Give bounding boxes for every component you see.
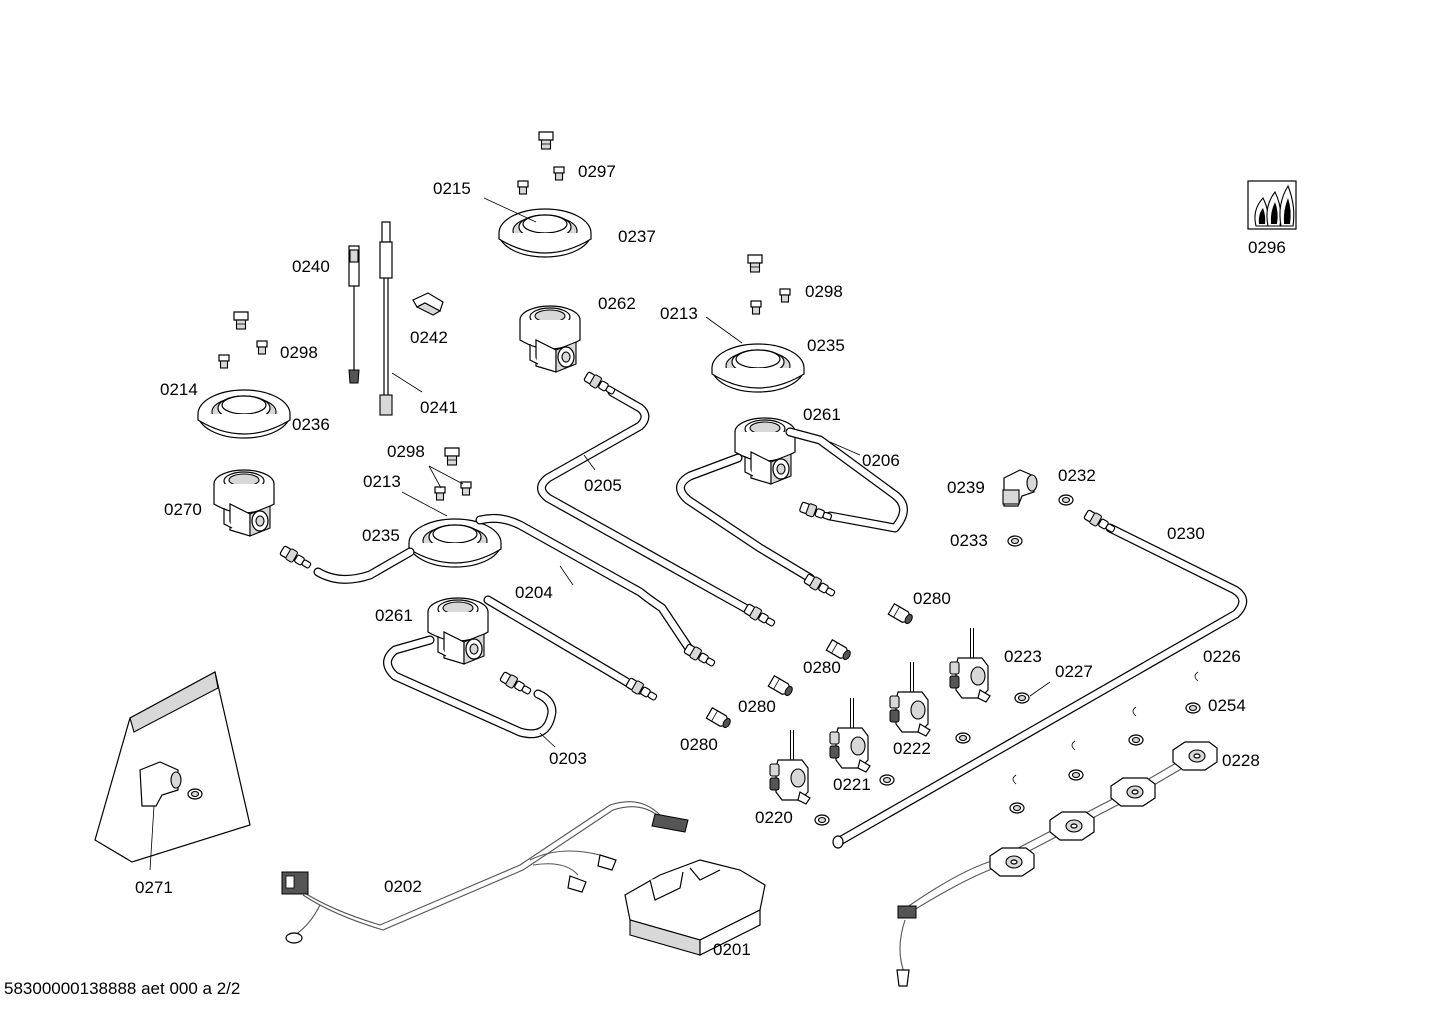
callout-0270: 0270 bbox=[164, 500, 202, 519]
ignition-harness bbox=[281, 801, 766, 956]
callout-0298: 0298 bbox=[387, 442, 425, 461]
callout-0280: 0280 bbox=[803, 658, 841, 677]
callout-0236: 0236 bbox=[292, 415, 330, 434]
callout-0239: 0239 bbox=[947, 478, 985, 497]
callout-0201: 0201 bbox=[713, 940, 751, 959]
callout-0280: 0280 bbox=[680, 735, 718, 754]
callout-0280: 0280 bbox=[913, 589, 951, 608]
callout-0298: 0298 bbox=[280, 343, 318, 362]
callout-0237: 0237 bbox=[618, 227, 656, 246]
callout-0213: 0213 bbox=[363, 472, 401, 491]
callout-0220: 0220 bbox=[755, 808, 793, 827]
document-code: 58300000138888 aet 000 a 2/2 bbox=[4, 979, 241, 998]
callout-0226: 0226 bbox=[1203, 647, 1241, 666]
callout-0228: 0228 bbox=[1222, 751, 1260, 770]
ignition-electrodes bbox=[348, 221, 444, 416]
thermocouple-assembly bbox=[896, 671, 1218, 987]
callout-0296: 0296 bbox=[1248, 238, 1286, 257]
callout-0230: 0230 bbox=[1167, 524, 1205, 543]
callout-0254: 0254 bbox=[1208, 696, 1246, 715]
center-burner-assembly bbox=[408, 447, 502, 665]
callout-0213: 0213 bbox=[660, 304, 698, 323]
gas-pipes bbox=[278, 370, 1248, 849]
callout-0215: 0215 bbox=[433, 179, 471, 198]
callout-0261: 0261 bbox=[375, 606, 413, 625]
callout-0271: 0271 bbox=[135, 878, 173, 897]
inlet-fittings bbox=[1002, 469, 1074, 547]
callout-0262: 0262 bbox=[598, 294, 636, 313]
left-burner-assembly bbox=[197, 311, 291, 537]
callout-0204: 0204 bbox=[515, 583, 553, 602]
callout-0261: 0261 bbox=[803, 405, 841, 424]
callout-0280: 0280 bbox=[738, 697, 776, 716]
leader-lines bbox=[149, 197, 1051, 871]
callout-0241: 0241 bbox=[420, 398, 458, 417]
accessory-kit-bag bbox=[94, 671, 251, 863]
right-burner-assembly bbox=[711, 254, 805, 485]
callout-0235: 0235 bbox=[362, 526, 400, 545]
callout-0227: 0227 bbox=[1055, 662, 1093, 681]
callout-0232: 0232 bbox=[1058, 466, 1096, 485]
callout-0214: 0214 bbox=[160, 380, 198, 399]
callout-0222: 0222 bbox=[893, 739, 931, 758]
callout-0223: 0223 bbox=[1004, 647, 1042, 666]
callout-0221: 0221 bbox=[833, 775, 871, 794]
callout-labels: 0215 0297 0237 0240 0242 0241 0262 0298 … bbox=[135, 162, 1286, 959]
callout-0235: 0235 bbox=[807, 336, 845, 355]
callout-0240: 0240 bbox=[292, 257, 330, 276]
callout-0202: 0202 bbox=[384, 877, 422, 896]
callout-0297: 0297 bbox=[578, 162, 616, 181]
gas-flame-icon bbox=[1247, 180, 1297, 230]
callout-0206: 0206 bbox=[862, 451, 900, 470]
callout-0205: 0205 bbox=[584, 476, 622, 495]
callout-0203: 0203 bbox=[549, 749, 587, 768]
callout-0298: 0298 bbox=[805, 282, 843, 301]
callout-0242: 0242 bbox=[410, 328, 448, 347]
callout-0233: 0233 bbox=[950, 531, 988, 550]
